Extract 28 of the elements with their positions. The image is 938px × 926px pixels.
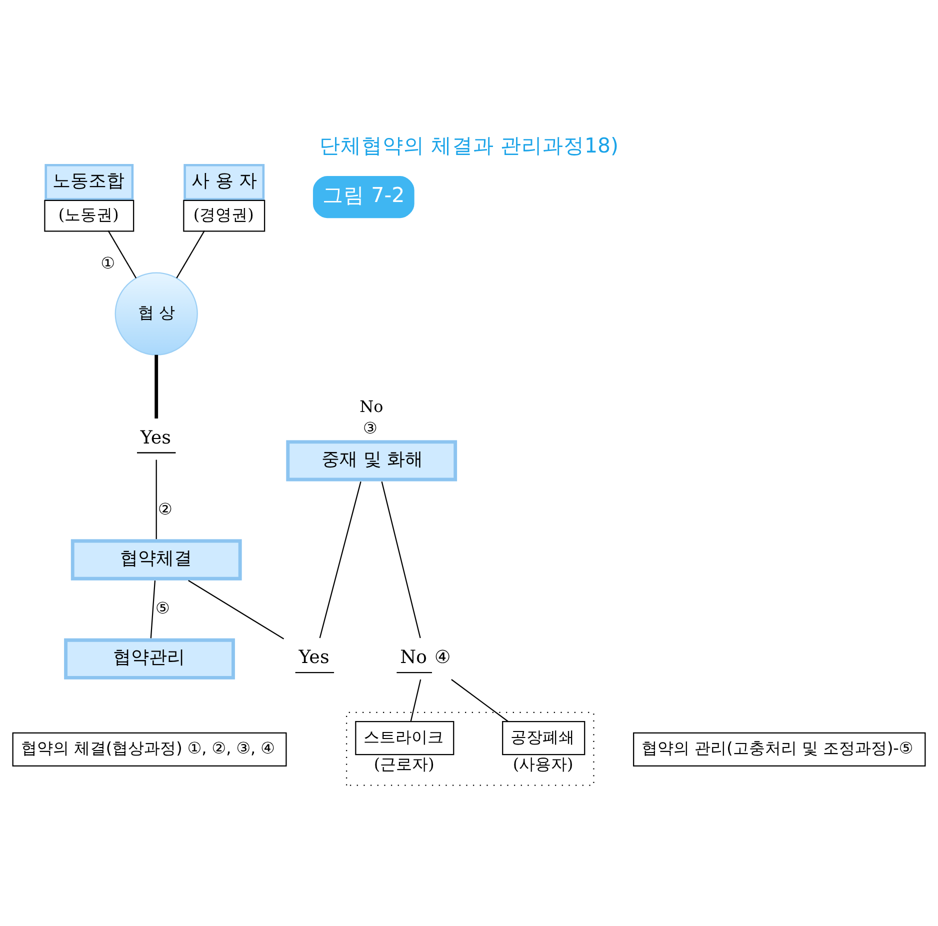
node-text: No ④ (400, 647, 450, 668)
connector (188, 580, 284, 640)
node-text: Yes (298, 647, 330, 668)
connector (156, 460, 157, 540)
node-circle: 협 상 (114, 272, 198, 356)
node-box: 스트라이크 (355, 720, 454, 756)
node-label: (근로자) (374, 754, 434, 774)
node-box: 공장폐쇄 (502, 720, 586, 756)
edge-label: ② (158, 499, 172, 518)
connector (451, 679, 508, 722)
connector (176, 230, 205, 278)
node-box: 협약의 관리(고충처리 및 조정과정)-⑤ (633, 732, 926, 767)
diagram-title: 단체협약의 체결과 관리과정18) (319, 134, 619, 158)
connector (381, 482, 421, 638)
node-label: ③ (363, 418, 378, 438)
connector (410, 679, 422, 722)
cluster (346, 712, 594, 786)
node-text: Yes (140, 427, 171, 448)
connector (154, 354, 158, 418)
label: 그림 7-2 (322, 183, 405, 208)
connector (108, 230, 137, 278)
connector (150, 580, 156, 638)
node-box: 협약의 체결(협상과정) ①, ②, ③, ④ (12, 732, 287, 767)
connector (319, 482, 362, 638)
node-label: No (360, 396, 384, 416)
edge-label: ⑤ (156, 598, 170, 618)
node-label: ① (100, 253, 116, 272)
node-label: (사용자) (512, 754, 574, 774)
